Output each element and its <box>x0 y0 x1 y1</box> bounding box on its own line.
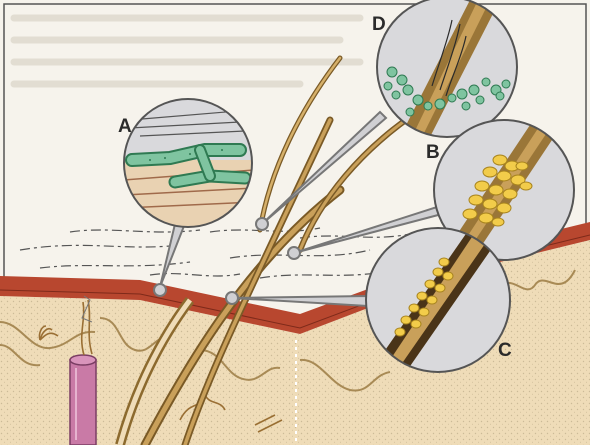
nerve-fibers <box>38 299 283 433</box>
inset-b <box>433 119 575 261</box>
inset-c <box>365 227 511 373</box>
inset-d <box>376 0 518 138</box>
fungal-hyphae <box>125 143 252 189</box>
callout-pointers <box>153 110 444 308</box>
label-a: A <box>118 116 132 137</box>
hair-follicle <box>115 297 195 445</box>
blood-vessel <box>69 354 97 445</box>
green-mycelium <box>383 66 511 117</box>
spore-cluster-inside <box>394 257 454 337</box>
label-d: D <box>372 14 386 35</box>
background-faded-text <box>10 14 364 88</box>
label-b: B <box>426 142 440 163</box>
skin-tear <box>81 295 93 323</box>
hair-shafts <box>140 55 423 445</box>
label-c: C <box>498 340 512 361</box>
hyphae-inside-shaft <box>431 19 467 97</box>
stratum-corneum-lines <box>19 227 411 279</box>
inset-a <box>123 98 253 228</box>
spore-cluster-outside <box>462 154 533 227</box>
